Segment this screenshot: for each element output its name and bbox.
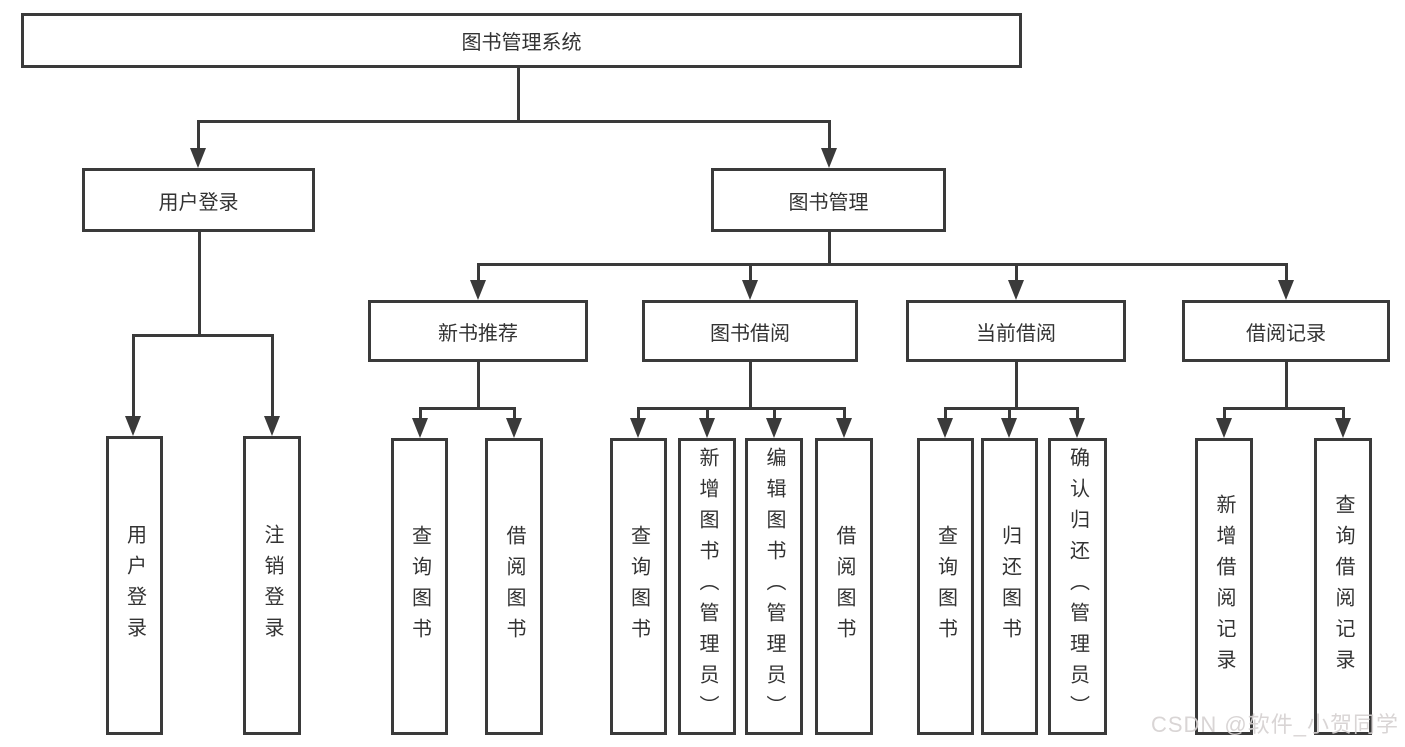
connector-userlogin-drop-2 <box>271 334 274 416</box>
leaf-confirm-return-admin: 确认归还（管理员） <box>1048 438 1107 735</box>
node-new-book-recommend: 新书推荐 <box>368 300 588 362</box>
arrow-borrow-leaf-1 <box>630 418 646 438</box>
connector-bookmgmt-drop-2 <box>749 263 752 280</box>
arrow-to-book-management <box>821 148 837 168</box>
connector-root-drop-right <box>828 120 831 148</box>
connector-borrow-drop-4 <box>843 407 846 418</box>
arrow-to-borrow-records <box>1278 280 1294 300</box>
leaf-query-books-current: 查询图书 <box>917 438 974 735</box>
arrow-to-leaf-user-login <box>125 416 141 436</box>
leaf-add-books-admin: 新增图书（管理员） <box>678 438 736 735</box>
arrow-to-user-login <box>190 148 206 168</box>
connector-bookmgmt-drop-3 <box>1015 263 1018 280</box>
connector-bookmgmt-trunk <box>828 232 831 263</box>
connector-recommend-rail <box>419 407 516 410</box>
arrow-borrow-leaf-2 <box>699 418 715 438</box>
arrow-current-leaf-2 <box>1001 418 1017 438</box>
connector-current-drop-1 <box>944 407 947 418</box>
connector-bookmgmt-rail <box>477 263 1288 266</box>
node-current-borrow: 当前借阅 <box>906 300 1126 362</box>
arrow-to-new-book-recommend <box>470 280 486 300</box>
connector-current-trunk <box>1015 362 1018 407</box>
connector-borrow-trunk <box>749 362 752 407</box>
leaf-logout: 注销登录 <box>243 436 301 735</box>
connector-userlogin-drop-1 <box>132 334 135 416</box>
connector-records-drop-1 <box>1223 407 1226 418</box>
arrow-current-leaf-3 <box>1069 418 1085 438</box>
node-user-login: 用户登录 <box>82 168 315 232</box>
leaf-edit-books-admin: 编辑图书（管理员） <box>745 438 803 735</box>
arrow-recommend-leaf-1 <box>412 418 428 438</box>
arrow-borrow-leaf-3 <box>766 418 782 438</box>
connector-borrow-drop-1 <box>637 407 640 418</box>
connector-userlogin-trunk <box>198 232 201 334</box>
leaf-add-borrow-record: 新增借阅记录 <box>1195 438 1253 735</box>
connector-current-rail <box>944 407 1079 410</box>
connector-recommend-trunk <box>477 362 480 407</box>
connector-records-rail <box>1223 407 1345 410</box>
connector-records-trunk <box>1285 362 1288 407</box>
connector-root-drop-left <box>197 120 200 148</box>
connector-bookmgmt-drop-1 <box>477 263 480 280</box>
arrow-current-leaf-1 <box>937 418 953 438</box>
leaf-borrow-books: 借阅图书 <box>815 438 873 735</box>
arrow-records-leaf-1 <box>1216 418 1232 438</box>
connector-borrow-drop-3 <box>773 407 776 418</box>
connector-borrow-drop-2 <box>706 407 709 418</box>
arrow-recommend-leaf-2 <box>506 418 522 438</box>
connector-current-drop-3 <box>1076 407 1079 418</box>
connector-root-rail <box>198 120 831 123</box>
connector-root-trunk <box>517 68 520 120</box>
arrow-borrow-leaf-4 <box>836 418 852 438</box>
connector-bookmgmt-drop-4 <box>1285 263 1288 280</box>
node-root: 图书管理系统 <box>21 13 1022 68</box>
leaf-query-borrow-record: 查询借阅记录 <box>1314 438 1372 735</box>
arrow-records-leaf-2 <box>1335 418 1351 438</box>
node-book-borrow: 图书借阅 <box>642 300 858 362</box>
csdn-watermark: CSDN @软件_小贺同学 <box>1150 712 1399 737</box>
leaf-user-login: 用户登录 <box>106 436 163 735</box>
arrow-to-book-borrow <box>742 280 758 300</box>
connector-userlogin-rail <box>132 334 273 337</box>
leaf-query-books-recommend: 查询图书 <box>391 438 448 735</box>
node-book-management: 图书管理 <box>711 168 946 232</box>
leaf-borrow-books-recommend: 借阅图书 <box>485 438 543 735</box>
connector-recommend-drop-1 <box>419 407 422 418</box>
connector-recommend-drop-2 <box>513 407 516 418</box>
connector-borrow-rail <box>637 407 846 410</box>
connector-records-drop-2 <box>1342 407 1345 418</box>
node-borrow-records: 借阅记录 <box>1182 300 1390 362</box>
arrow-to-current-borrow <box>1008 280 1024 300</box>
leaf-query-books-borrow: 查询图书 <box>610 438 667 735</box>
arrow-to-leaf-logout <box>264 416 280 436</box>
leaf-return-books: 归还图书 <box>981 438 1038 735</box>
connector-current-drop-2 <box>1008 407 1011 418</box>
